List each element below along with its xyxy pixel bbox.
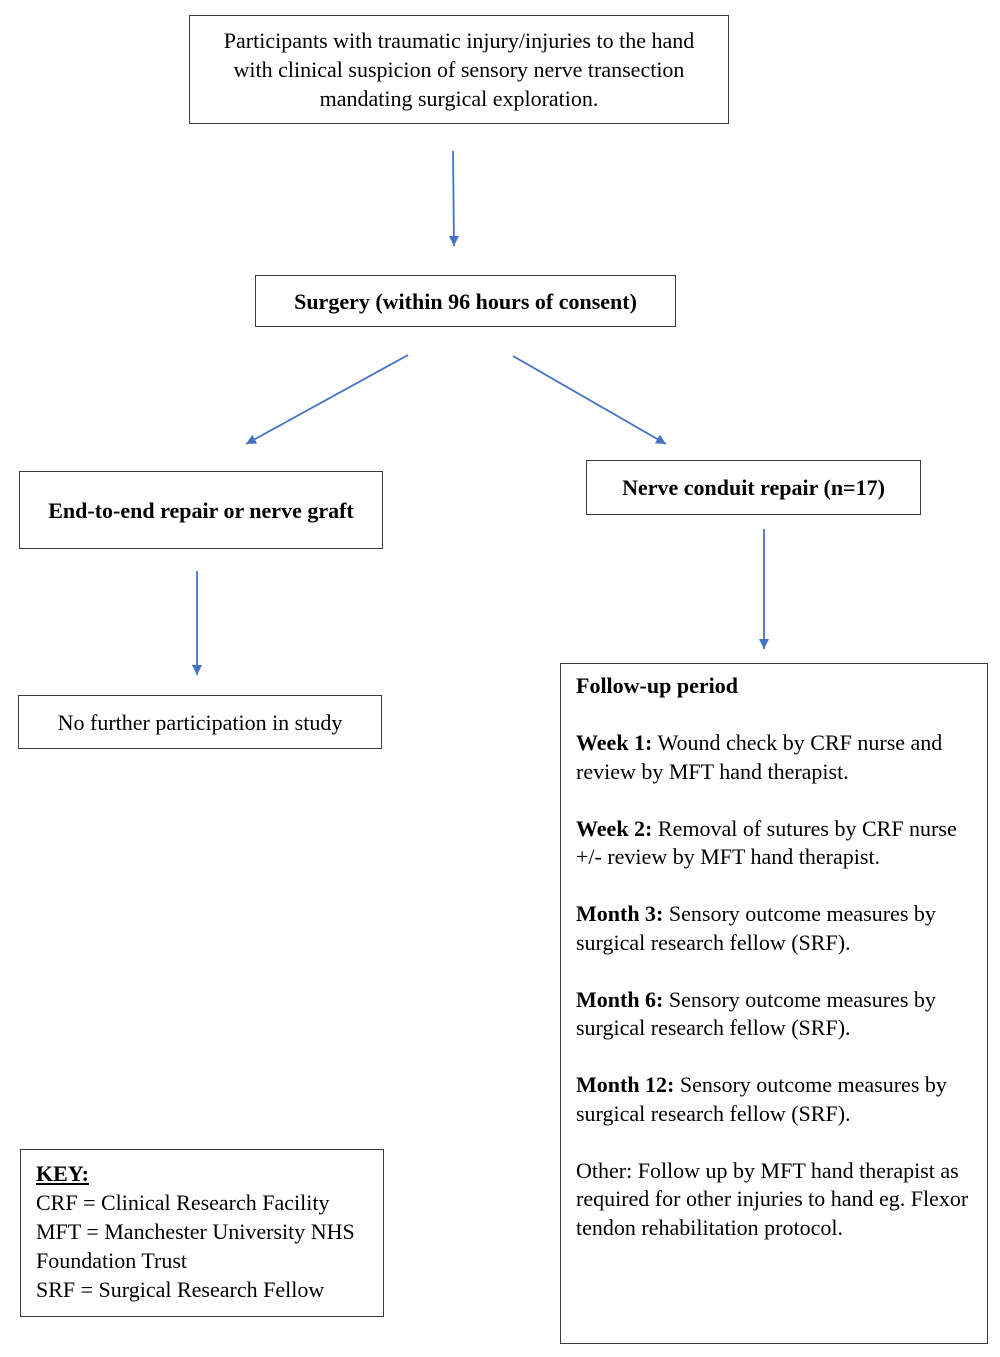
key-line: SRF = Surgical Research Fellow bbox=[36, 1277, 325, 1302]
conduit-box: Nerve conduit repair (n=17) bbox=[586, 460, 921, 515]
key-line: CRF = Clinical Research Facility bbox=[36, 1190, 330, 1215]
follow-up-item-text: Removal of sutures by CRF nurse +/- revi… bbox=[576, 815, 957, 870]
follow-up-item-text: Sensory outcome measures by surgical res… bbox=[576, 986, 936, 1041]
key-title: KEY: bbox=[36, 1161, 89, 1186]
follow-up-item: Month 12: Sensory outcome measures by su… bbox=[576, 1071, 972, 1128]
follow-up-item-label: Week 2: bbox=[576, 815, 653, 841]
key-box: KEY: CRF = Clinical Research Facility MF… bbox=[20, 1149, 384, 1317]
surgery-text: Surgery (within 96 hours of consent) bbox=[294, 288, 637, 314]
follow-up-item-text: Sensory outcome measures by surgical res… bbox=[576, 901, 936, 955]
follow-up-box: Follow-up period Week 1: Wound check by … bbox=[560, 663, 988, 1344]
participants-text: Participants with traumatic injury/injur… bbox=[223, 28, 695, 111]
follow-up-item-text: Wound check by CRF nurse and review by M… bbox=[576, 730, 943, 784]
no-further-box: No further participation in study bbox=[18, 695, 382, 749]
follow-up-item: Month 3: Sensory outcome measures by sur… bbox=[576, 900, 972, 957]
end-to-end-text: End-to-end repair or nerve graft bbox=[48, 497, 354, 523]
follow-up-item-label: Week 1: bbox=[576, 730, 653, 755]
arrow-surgery-to-conduit bbox=[512, 355, 667, 445]
follow-up-item-label: Month 12: bbox=[576, 1072, 675, 1097]
arrow-participants-to-surgery bbox=[448, 150, 459, 247]
follow-up-item-label: Month 3: bbox=[576, 901, 664, 926]
no-further-text: No further participation in study bbox=[57, 709, 343, 735]
key-line: MFT = Manchester University NHS Foundati… bbox=[36, 1219, 355, 1273]
conduit-text: Nerve conduit repair (n=17) bbox=[622, 475, 885, 500]
follow-up-item-label: Month 6: bbox=[576, 986, 664, 1012]
follow-up-title: Follow-up period bbox=[576, 673, 738, 698]
follow-up-other: Other: Follow up by MFT hand therapist a… bbox=[576, 1157, 969, 1240]
follow-up-item-text: Sensory outcome measures by surgical res… bbox=[576, 1072, 947, 1126]
end-to-end-box: End-to-end repair or nerve graft bbox=[19, 471, 383, 549]
follow-up-item: Week 1: Wound check by CRF nurse and rev… bbox=[576, 729, 972, 786]
follow-up-item: Month 6: Sensory outcome measures by sur… bbox=[576, 986, 972, 1043]
surgery-box: Surgery (within 96 hours of consent) bbox=[255, 275, 676, 327]
arrow-surgery-to-end-to-end bbox=[245, 354, 409, 445]
participants-box: Participants with traumatic injury/injur… bbox=[189, 15, 729, 124]
follow-up-item: Week 2: Removal of sutures by CRF nurse … bbox=[576, 815, 972, 872]
